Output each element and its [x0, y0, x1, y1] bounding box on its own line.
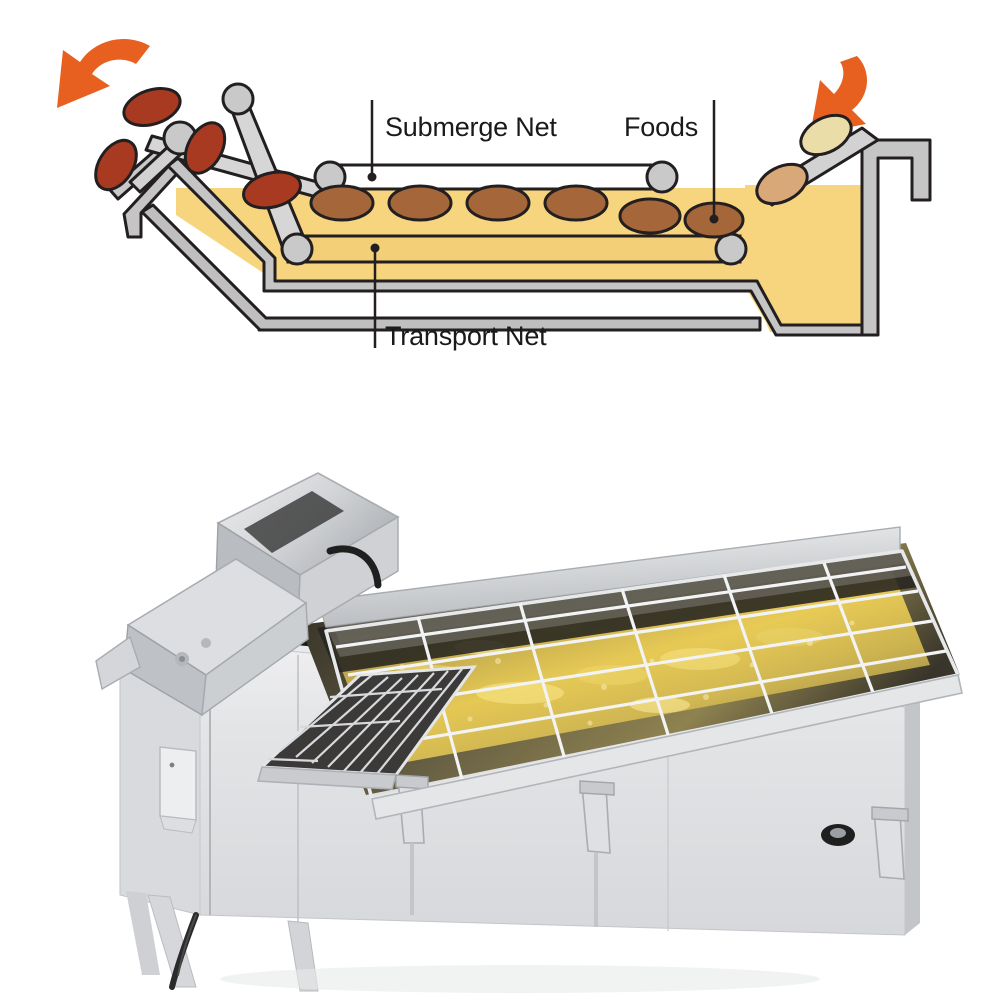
leader-lines: [367, 100, 719, 348]
cabinet-right-face: [905, 691, 920, 935]
mesh-rib: [518, 602, 568, 764]
feed-chute[interactable]: [95, 558, 309, 717]
mesh-rib: [822, 562, 882, 712]
mesh-rail: [371, 649, 947, 749]
transport-belt-body: [286, 234, 742, 264]
fried-food-group: [94, 87, 302, 210]
discharge-rotation-arrow: [57, 39, 150, 108]
leader-dot-foods: [709, 214, 719, 224]
frying-food-piece: [309, 184, 375, 222]
machine-shadow: [220, 965, 820, 993]
lid-front-rail: [371, 674, 963, 820]
support-leg-front-left: [147, 894, 197, 988]
raw-food-piece: [755, 162, 809, 206]
transport-belt-roller-left: [280, 232, 314, 266]
label-foods: Foods: [624, 112, 698, 142]
fried-food-piece: [183, 121, 227, 175]
fried-food-piece: [242, 170, 302, 210]
frying-food-piece: [618, 197, 682, 235]
infeed-hopper[interactable]: [215, 472, 400, 633]
tank-right-wall: [860, 138, 932, 337]
rear-inner-shadow: [326, 551, 916, 657]
front-latch-knob[interactable]: [830, 828, 846, 838]
control-switch-lip[interactable]: [159, 815, 197, 834]
infeed-rotation-arrow: [810, 56, 868, 135]
chute-bolt-core: [179, 656, 185, 662]
oil-left-wedge: [176, 188, 292, 292]
raw-food-piece: [799, 113, 853, 157]
mesh-basket-bars: [267, 668, 463, 776]
fried-food-piece: [122, 87, 182, 127]
mesh-basket-front-edge: [256, 766, 398, 790]
mesh-rib: [722, 574, 780, 732]
label-transport-net: Transport Net: [385, 321, 547, 351]
transport-belt-roller-top: [221, 82, 255, 116]
schematic-diagram: Submerge Net Foods Transport Net: [0, 0, 1000, 375]
support-leg-rear-left: [126, 891, 160, 975]
feed-chute-spout: [95, 635, 141, 691]
submerge-belt-roller-right: [645, 160, 679, 194]
feed-chute-right: [201, 601, 309, 717]
fried-food-piece: [94, 138, 138, 192]
label-submerge-net: Submerge Net: [385, 112, 557, 142]
lifted-mesh-basket[interactable]: [256, 665, 478, 790]
control-switch-indicator: [169, 762, 175, 768]
lid-clamps[interactable]: [395, 774, 909, 927]
control-switch-body[interactable]: [159, 746, 197, 821]
chute-bolt: [201, 638, 211, 648]
hopper-opening: [244, 491, 344, 553]
frying-food-piece: [543, 184, 609, 222]
transport-belt-roller-right: [714, 232, 748, 266]
raw-food-group: [755, 113, 853, 206]
front-latch[interactable]: [821, 824, 855, 846]
lid-clamp-left-top[interactable]: [395, 774, 429, 790]
tank-outer-frame: [140, 203, 762, 332]
lid-clamp-right-top[interactable]: [871, 806, 909, 822]
mesh-rib: [620, 588, 674, 748]
mesh-rail: [347, 589, 919, 677]
lid-clamp-mid-top[interactable]: [579, 780, 615, 796]
leader-dot-submerge-net: [367, 172, 377, 182]
drive-handle-loop: [326, 545, 382, 589]
frying-food-piece: [465, 184, 531, 222]
control-switch[interactable]: [159, 746, 197, 834]
power-cable-highlight: [177, 914, 197, 976]
fryer-machine-photo: [0, 375, 1000, 1000]
frying-food-piece: [387, 184, 453, 222]
leader-dot-transport-net: [370, 243, 380, 253]
mesh-rail: [335, 565, 907, 649]
